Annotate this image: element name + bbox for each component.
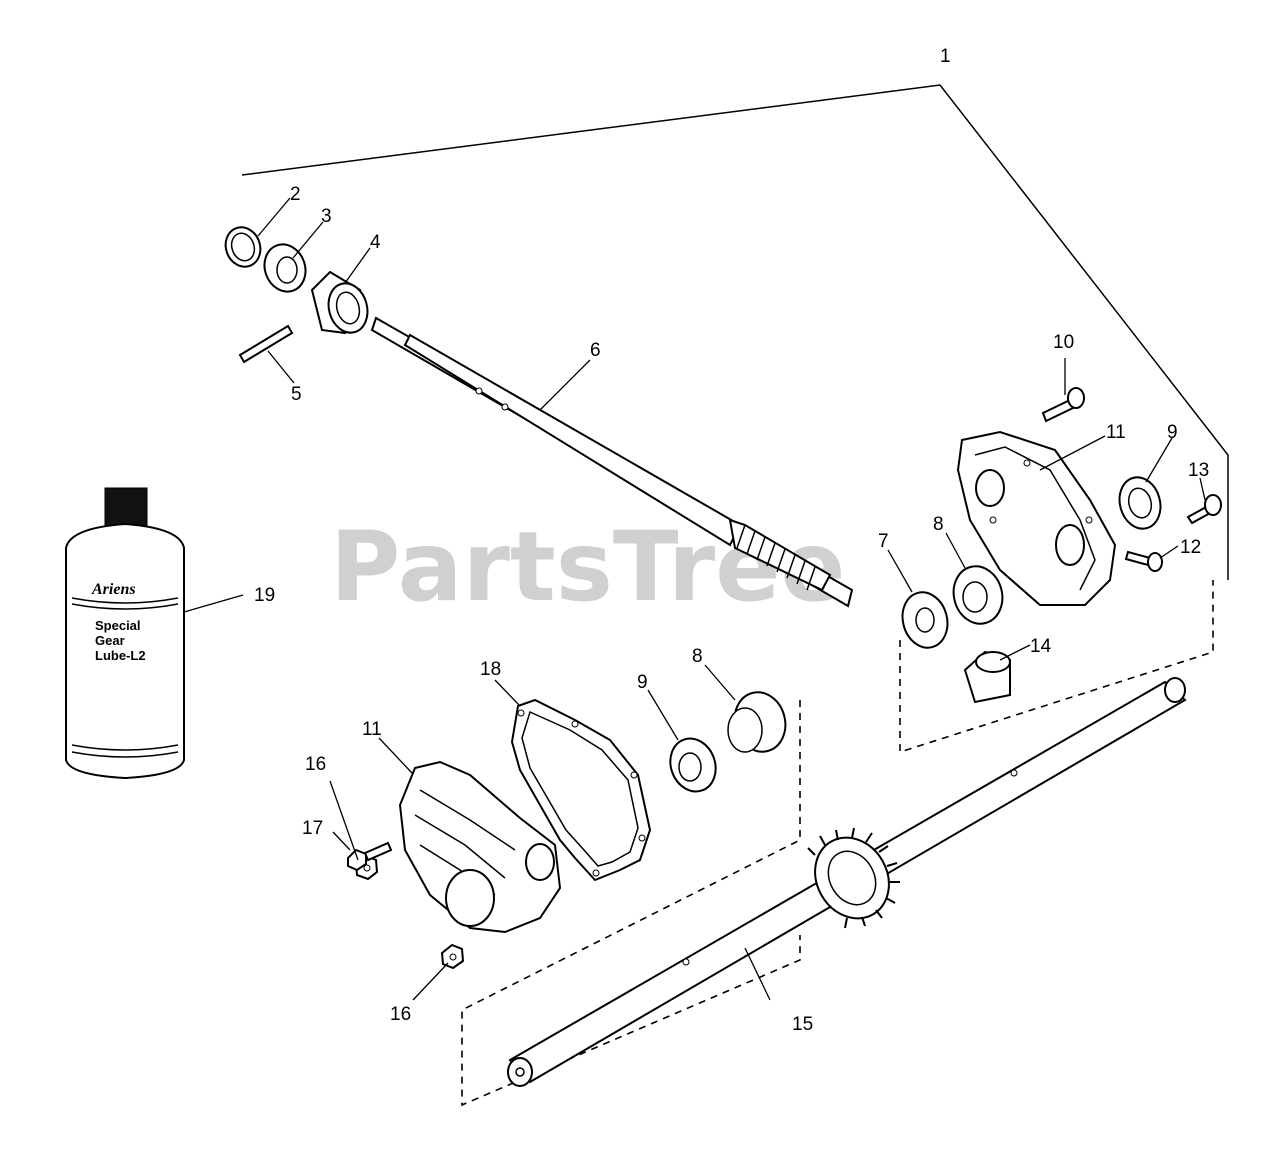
callout-7: 7 <box>878 531 889 552</box>
callout-8-right: 8 <box>933 514 944 535</box>
can-label-line1: Special <box>95 618 141 633</box>
callout-5: 5 <box>291 384 302 405</box>
nut-16-bottom[interactable] <box>440 943 465 970</box>
gear-lube-can[interactable]: Ariens Special Gear Lube-L2 <box>65 487 185 780</box>
gear-case-right[interactable] <box>956 430 1117 606</box>
snap-ring[interactable] <box>220 222 266 271</box>
roll-pin[interactable] <box>238 324 294 364</box>
callout-4: 4 <box>370 232 381 253</box>
assembly-bracket <box>241 84 1229 580</box>
screw-12[interactable] <box>1124 550 1163 572</box>
spur-gear[interactable] <box>801 824 904 932</box>
collar[interactable] <box>310 270 373 337</box>
gear-case-left[interactable] <box>398 760 562 934</box>
callout-6: 6 <box>590 340 601 361</box>
callout-19: 19 <box>254 585 275 606</box>
callout-10: 10 <box>1053 332 1074 353</box>
callout-9-right: 9 <box>1167 422 1178 443</box>
callout-3: 3 <box>321 206 332 227</box>
callout-8-left: 8 <box>692 646 703 667</box>
gasket[interactable] <box>510 698 652 882</box>
flange-bearing[interactable] <box>258 239 312 298</box>
callout-11-left: 11 <box>362 719 382 740</box>
screw-13[interactable] <box>1186 494 1222 525</box>
flange-bushing-left[interactable] <box>727 687 792 758</box>
callout-13: 13 <box>1188 460 1209 481</box>
callout-14: 14 <box>1030 636 1052 657</box>
callout-16-bottom: 16 <box>390 1004 411 1025</box>
callout-1: 1 <box>940 46 951 67</box>
worm-shaft[interactable] <box>370 316 854 608</box>
callout-15: 15 <box>792 1014 813 1035</box>
flange-bushing-right[interactable] <box>947 561 1008 629</box>
callout-17: 17 <box>302 818 323 839</box>
callout-18: 18 <box>480 659 501 680</box>
can-brand-logo: Ariens <box>91 581 136 598</box>
dashed-group-right <box>899 580 1214 754</box>
callout-9-left: 9 <box>637 672 648 693</box>
bolt-17[interactable] <box>347 841 393 872</box>
dashed-group-left <box>461 700 801 1107</box>
callout-labels: 1 2 3 4 5 6 7 8 8 9 9 10 11 11 12 13 14 … <box>254 46 1209 1035</box>
leader-lines <box>183 197 1206 1001</box>
watermark: PartsTree <box>330 511 845 623</box>
bolt-10[interactable] <box>1041 387 1085 423</box>
callout-12: 12 <box>1180 537 1201 558</box>
can-label-line2: Gear <box>95 633 125 648</box>
thrust-bearing[interactable] <box>897 587 954 652</box>
callout-16-top: 16 <box>305 754 326 775</box>
callout-2: 2 <box>290 184 301 205</box>
can-label-line3: Lube-L2 <box>95 648 146 663</box>
callout-11-right: 11 <box>1106 422 1126 443</box>
bearing-right[interactable] <box>1114 473 1166 534</box>
bearing-left[interactable] <box>663 732 723 798</box>
bushing-14[interactable] <box>963 650 1011 704</box>
